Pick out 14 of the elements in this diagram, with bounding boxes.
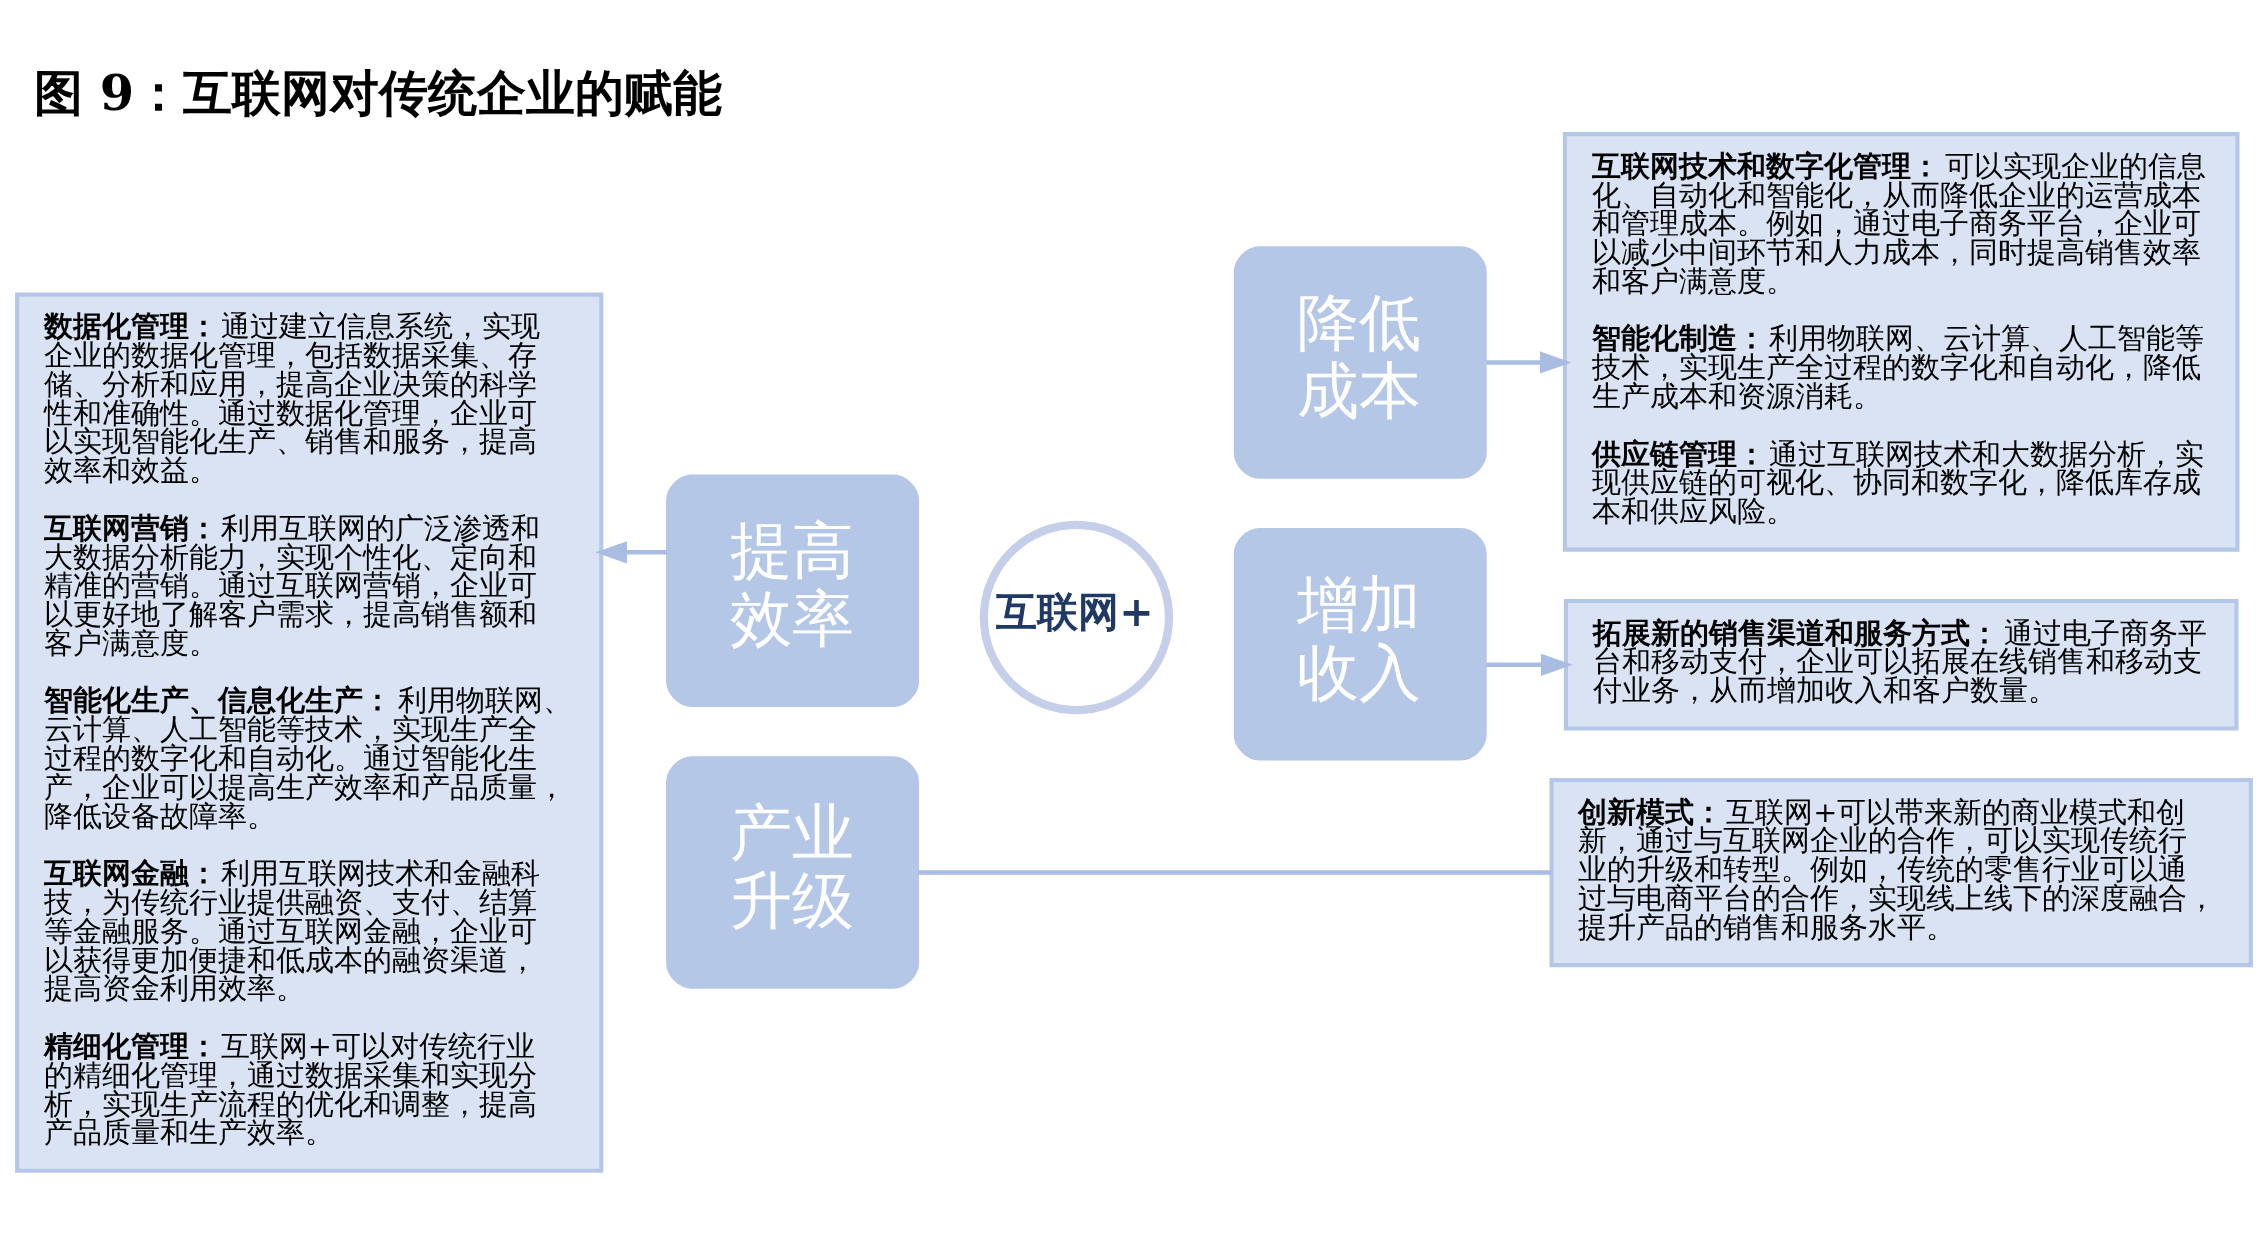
connector <box>918 869 1552 875</box>
node-box: 拓展新的销售渠道和服务方式： 通过电子商务平台和移动支付，企业可以拓展在线销售和移动支付业务，从而增加收入和客户数量。 <box>1563 598 2239 731</box>
diagram-title: 图 9：互联网对传统企业的赋能 <box>33 63 723 122</box>
node-box: 互联网技术和数字化管理： 可以实现企业的信息化、自动化和智能化，从而降低企业的运营成本和管理成本。例如，通过电子商务平台，企业可以减少中间环节和人力成本，同时提高销售效率和客户满意度。 智能化制造：利用物联网、云计算、人工智能等技术，实现生产全过程的数字化和自动化，降低生产成本和资源消耗。 供应链管理：通过互联网技术和大数据分析，实现供应链的可视化、协同和数字化，降低库存成本和供应风险。 <box>1562 131 2240 552</box>
node-box: 产业升级 <box>666 755 920 989</box>
node-box: 降低成本 <box>1233 245 1487 479</box>
arrow <box>1486 350 1572 374</box>
node-circle: 互联网+ <box>979 520 1174 714</box>
node-box: 提高效率 <box>666 474 920 707</box>
arrow <box>595 540 667 563</box>
node-box: 增加收入 <box>1233 527 1487 760</box>
arrow <box>1486 653 1573 676</box>
node-box: 创新模式：互联网+可以带来新的商业模式和创新，通过与互联网企业的合作，可以实现传统行业的升级和转型。例如，传统的零售行业可以通过与电商平台的合作，实现线上线下的深度融合，提升产品的销售和服务水平。 <box>1549 777 2253 967</box>
node-box: 数据化管理：通过建立信息系统，实现企业的数据化管理，包括数据采集、存储、分析和应用，提高企业决策的科学性和准确性。通过数据化管理，企业可以实现智能化生产、销售和服务，提高效率和效益。 互联网营销：利用互联网的广泛渗透和大数据分析能力，实现个性化、定向和精准的营销。通过互联网营销，企业可以更好地了解客户需求，提高销售额和客户满意度。 智能化生产、信息化生产： 利用物联网、云计算、人工智能等技术，实现生产全过程的数字化和自动化。通过智能化生产，企业可以提高生产效率和产品质量，降低设备故障率。 互联网金融：利用互联网技术和金融科技，为传统行业提供融资、支付、结算等金融服务。通过互联网金融，企业可以获得更加便捷和低成本的融资渠道，提高资金利用效率。 精细化管理：互联网+可以对传统行业的精细化管理，通过数据采集和实现分析，实现生产流程的优化和调整，提高产品质量和生产效率。 <box>15 292 604 1173</box>
